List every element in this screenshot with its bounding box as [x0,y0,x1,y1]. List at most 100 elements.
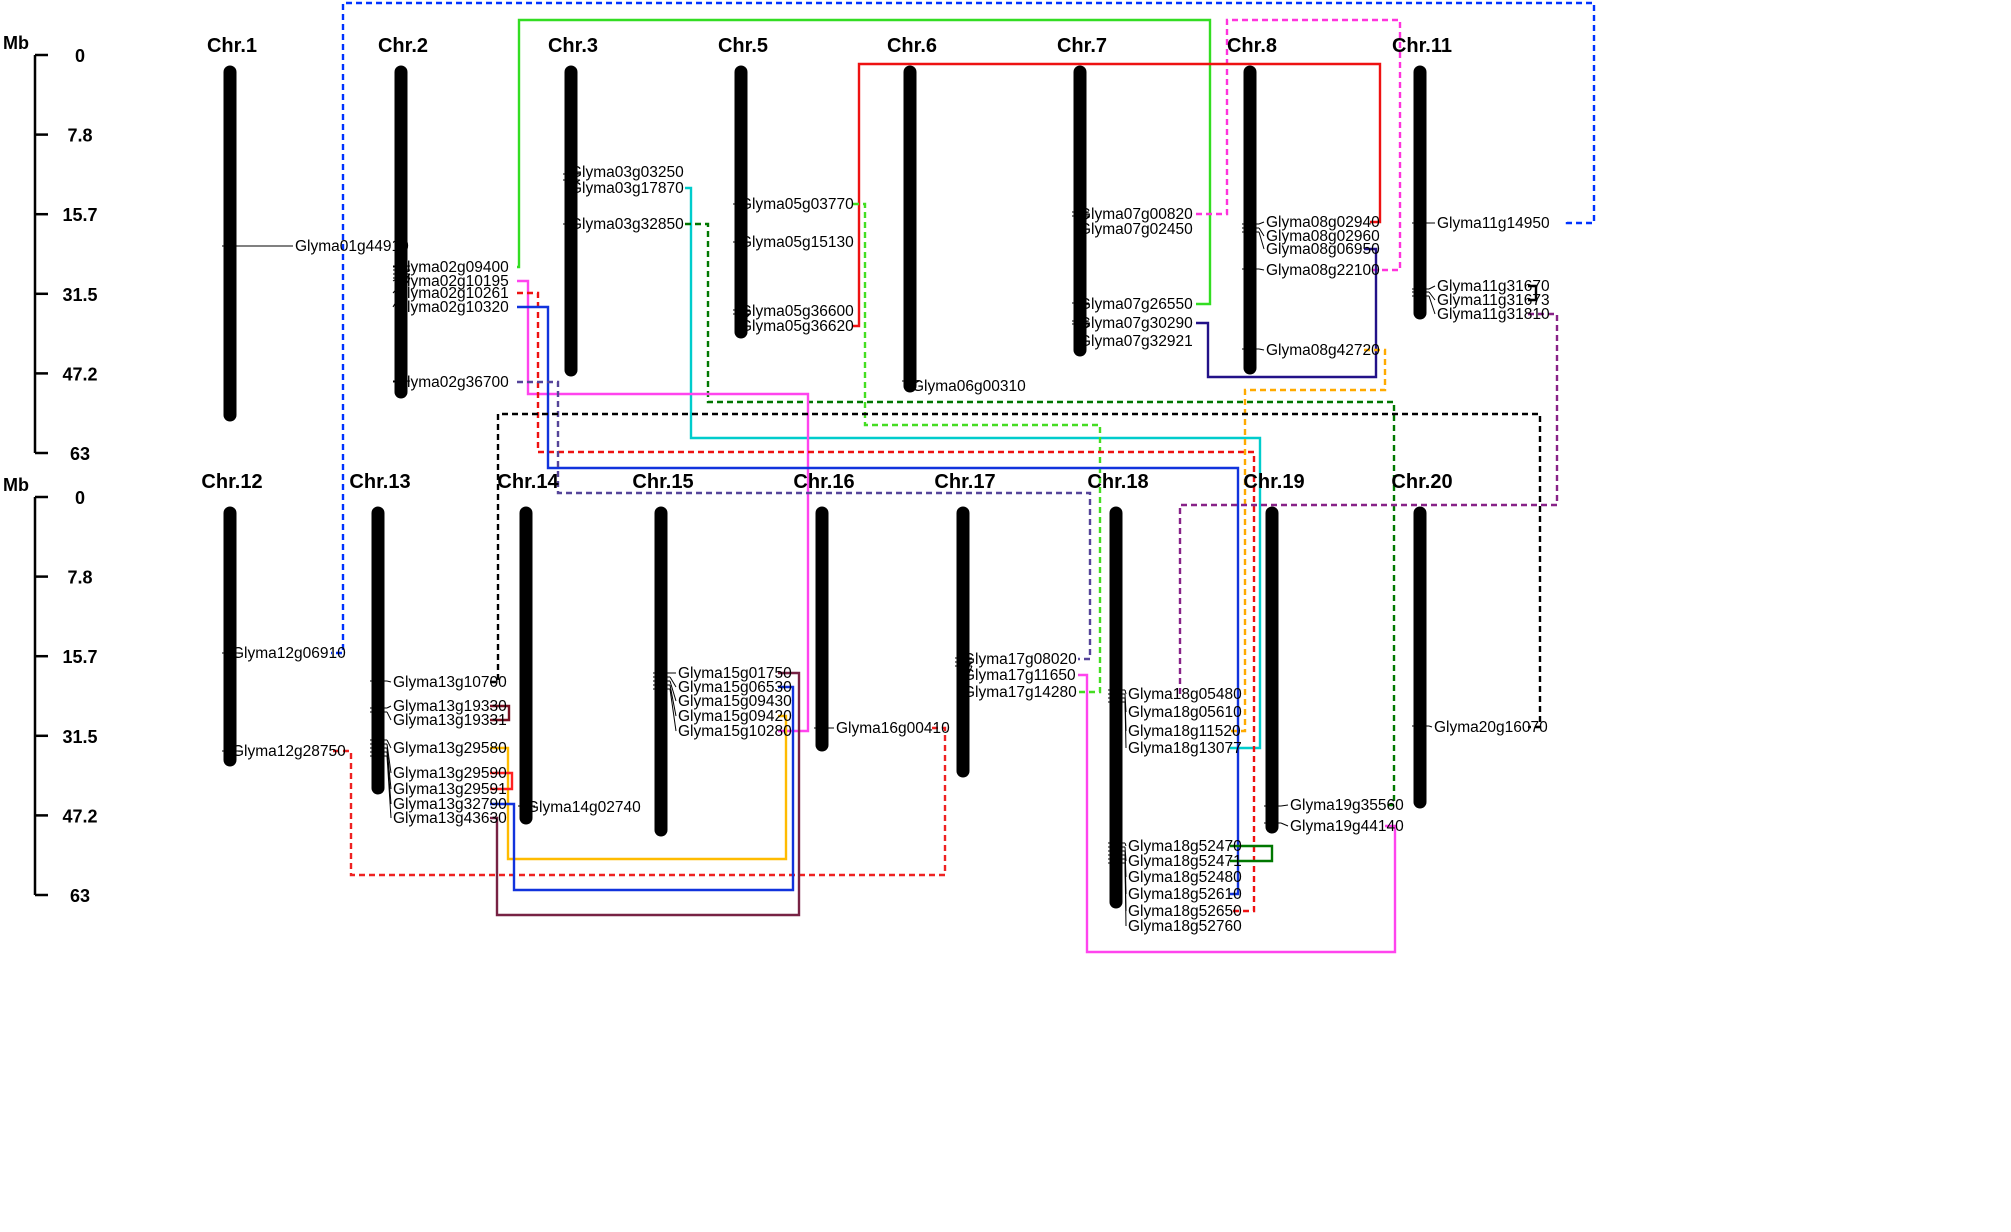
gene-label: Glyma18g11520 [1128,723,1241,740]
gene-marker: Glyma18g52760 [1108,862,1242,935]
gene-leader [1258,231,1265,250]
gene-marker: Glyma11g31670 [1412,278,1550,295]
gene-leader [392,269,411,282]
link-line-19 [490,685,795,892]
gene-marker: Glyma17g11650 [955,661,1076,684]
gene-leader [524,805,536,808]
gene-marker: Glyma13g29580 [370,739,507,757]
link-line-9 [517,291,1256,913]
chromosome-c17: Chr.17Glyma17g08020Glyma17g11650Glyma17g… [934,471,1077,778]
gene-label: Glyma08g02960 [1266,228,1380,245]
scale-unit: Mb [3,33,29,53]
chromosome-label: Chr.1 [207,35,257,57]
gene-leader [392,273,411,294]
link-line-12 [517,380,1092,661]
gene-label: Glyma06g00310 [912,378,1026,395]
gene-label: Glyma07g32921 [1079,333,1193,350]
gene-label: Glyma16g00410 [836,720,950,737]
gene-label: Glyma13g10700 [393,674,507,691]
link-line-22 [1230,844,1274,863]
gene-marker: Glyma08g22100 [1242,262,1380,279]
gene-label: Glyma15g09430 [678,693,792,710]
gene-marker: Glyma13g10700 [370,674,507,691]
gene-marker: Glyma08g02960 [1242,227,1380,245]
gene-label: Glyma15g01750 [678,665,792,682]
scale-tick-label: 31.5 [62,727,97,747]
gene-label: Glyma17g11650 [963,667,1076,684]
chromosome-c11: Chr.11Glyma11g14950Glyma11g31670Glyma11g… [1392,35,1550,323]
chromosome-label: Chr.18 [1087,471,1148,493]
gene-leader [669,684,677,717]
gene-label: Glyma15g06530 [678,679,792,696]
gene-marker: Glyma15g09430 [653,680,792,710]
chromosome-label: Chr.13 [349,471,410,493]
chromosome-c8: Chr.8Glyma08g02940Glyma08g02960Glyma08g0… [1227,35,1380,375]
chromosome-c18: Chr.18Glyma18g05480Glyma18g05610Glyma18g… [1087,471,1242,935]
gene-leader [392,265,411,268]
gene-label: Glyma08g42720 [1266,342,1380,359]
gene-marker: Glyma19g35560 [1264,797,1404,814]
chromosome-label: Chr.6 [887,35,937,57]
gene-label: Glyma05g36620 [740,318,854,335]
gene-leader [1428,295,1436,315]
gene-marker: Glyma12g06910 [222,645,346,662]
link-line-4 [852,62,1382,328]
gene-marker: Glyma05g15130 [733,234,854,251]
gene-marker: Glyma08g02940 [1242,214,1380,231]
scale-tick-label: 31.5 [62,285,97,305]
link-line-8 [517,279,810,733]
link-line-7 [853,202,1102,694]
gene-leader [737,309,751,312]
chromosome-c15: Chr.15Glyma15g01750Glyma15g06530Glyma15g… [632,471,792,837]
gene-marker: Glyma14g02740 [518,799,641,816]
link-line-20 [490,771,514,791]
gene-marker: Glyma15g01750 [653,665,792,682]
gene-label: Glyma01g44910 [295,238,409,255]
gene-label: Glyma11g31673 [1437,292,1550,309]
gene-label: Glyma19g44140 [1290,818,1404,835]
gene-leader [669,676,677,688]
gene-label: Glyma18g52471 [1128,853,1242,870]
gene-label: Glyma03g17870 [570,180,684,197]
gene-leader [1124,842,1127,847]
gene-label: Glyma08g02940 [1266,214,1380,231]
gene-leader [1124,862,1127,927]
gene-marker: Glyma07g32921 [1072,323,1193,350]
gene-marker: Glyma08g06950 [1242,231,1380,258]
gene-leader [567,179,581,189]
gene-leader [737,313,751,327]
gene-label: Glyma18g52480 [1128,869,1242,886]
gene-label: Glyma18g13077 [1128,740,1242,757]
gene-label: Glyma17g14280 [963,684,1077,701]
chromosome-label: Chr.12 [201,471,262,493]
gene-leader [960,657,973,660]
gene-label: Glyma18g52650 [1128,903,1242,920]
link-line-18 [490,714,788,861]
gene-leader [386,680,392,683]
gene-label: Glyma02g10320 [395,299,509,316]
scale-tick-label: 63 [70,886,90,906]
gene-label: Glyma13g19330 [393,698,507,715]
link-line-15 [1178,312,1559,694]
gene-marker: Glyma20g16070 [1412,719,1548,736]
gene-leader [1124,689,1127,695]
gene-label: Glyma13g29591 [393,781,507,798]
gene-marker: Glyma19g44140 [1264,818,1404,835]
chromosome-label: Chr.3 [548,35,598,57]
gene-marker: Glyma02g09400 [392,259,509,276]
gene-leader [1076,211,1090,215]
gene-marker: Glyma13g19331 [370,711,507,729]
chromosome-c3: Chr.3Glyma03g03250Glyma03g17870Glyma03g3… [548,35,684,377]
gene-label: Glyma18g05610 [1128,704,1242,721]
gene-leader [1428,291,1436,301]
gene-label: Glyma11g14950 [1437,215,1550,232]
gene-marker: Glyma03g32850 [563,216,684,233]
chromosome-label: Chr.20 [1391,471,1452,493]
link-line-24 [1078,673,1397,954]
gene-marker: Glyma02g10261 [392,273,509,302]
